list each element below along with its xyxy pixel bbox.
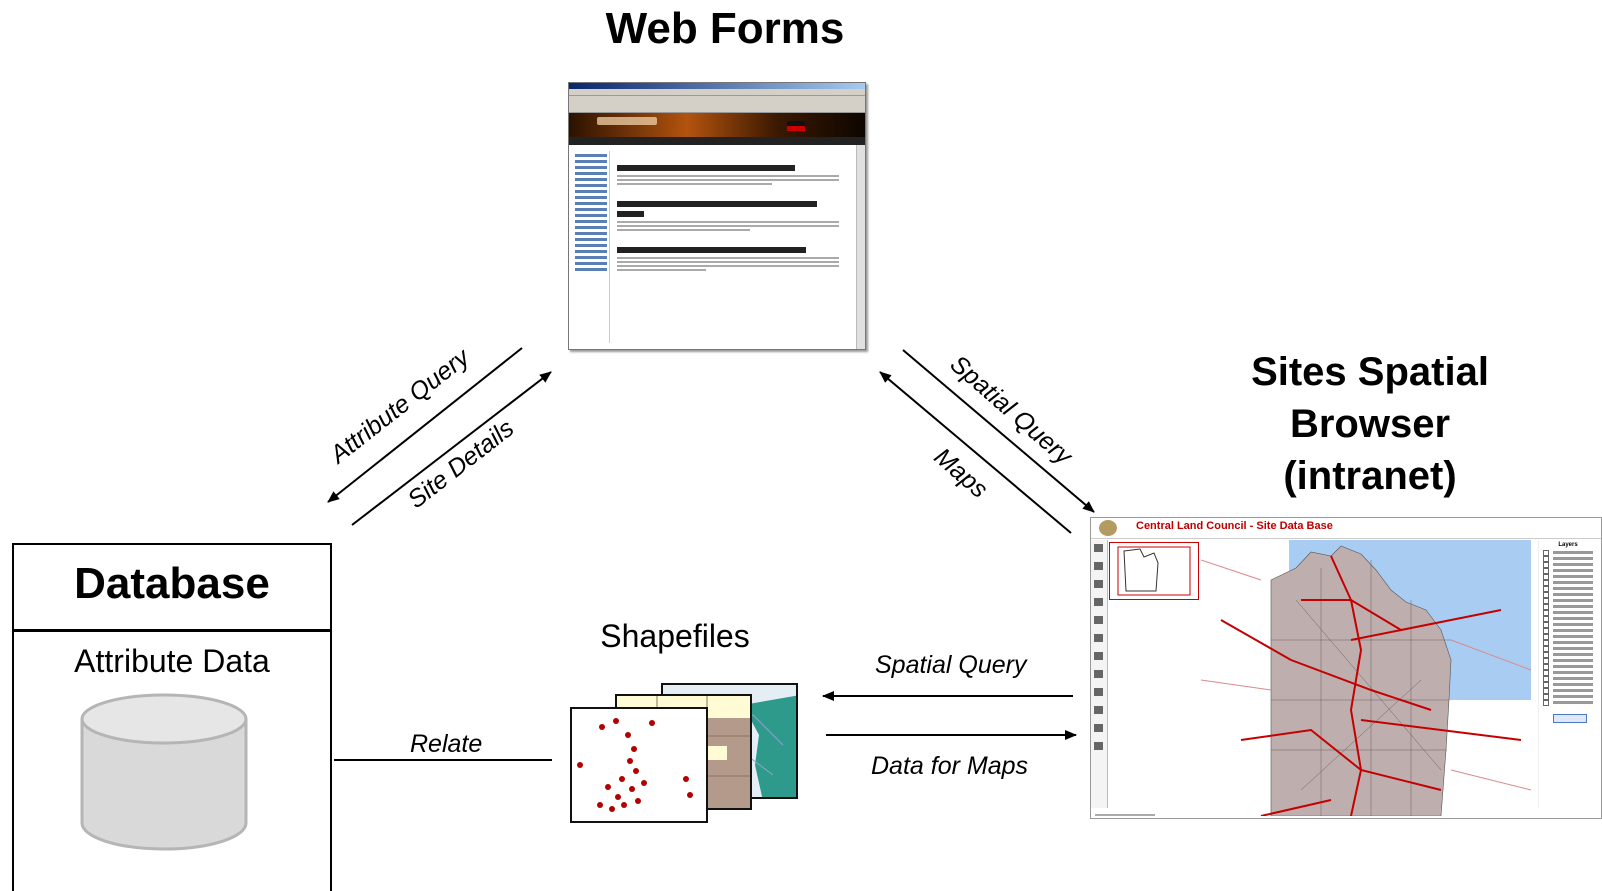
site-point <box>597 802 603 808</box>
relate-label: Relate <box>410 730 483 758</box>
site-map <box>1201 540 1532 816</box>
site-point <box>619 776 625 782</box>
data-for-maps-label: Data for Maps <box>871 752 1029 780</box>
maps-arrow <box>879 371 1072 534</box>
title-line-1: Sites Spatial <box>1251 350 1489 394</box>
sites-spatial-browser-title: Sites Spatial Browser (intranet) <box>1205 346 1535 502</box>
database-title: Database <box>74 559 270 608</box>
site-point <box>649 720 655 726</box>
site-point <box>609 806 615 812</box>
site-point <box>599 724 605 730</box>
site-point <box>621 802 627 808</box>
web-forms-screenshot <box>568 82 866 350</box>
attribute-data-label: Attribute Data <box>74 643 270 679</box>
site-point <box>577 762 583 768</box>
site-details-arrow <box>351 371 552 526</box>
spatial-query-bottom-label: Spatial Query <box>875 651 1027 679</box>
overview-map <box>1109 542 1199 600</box>
browser-app-title: Central Land Council - Site Data Base <box>1136 520 1333 532</box>
site-point <box>615 794 621 800</box>
site-point <box>613 718 619 724</box>
database-box: Database Attribute Data <box>12 543 332 891</box>
spatial-query-top-arrow <box>902 349 1095 513</box>
map-toolbar <box>1091 540 1108 808</box>
site-point <box>629 786 635 792</box>
site-point <box>627 758 633 764</box>
shapefile-sites-layer <box>570 707 708 823</box>
flag-icon <box>787 121 805 131</box>
title-line-3: (intranet) <box>1283 454 1457 498</box>
web-forms-banner <box>569 113 865 137</box>
title-line-2: Browser <box>1289 402 1451 446</box>
site-point <box>687 792 693 798</box>
layers-panel: Layers <box>1538 540 1597 808</box>
site-point <box>683 776 689 782</box>
site-point <box>625 732 631 738</box>
site-point <box>605 784 611 790</box>
shapefiles-title: Shapefiles <box>600 618 750 654</box>
council-crest-icon <box>1099 520 1117 536</box>
site-point <box>633 768 639 774</box>
site-point <box>641 780 647 786</box>
web-forms-title: Web Forms <box>605 4 845 53</box>
layers-panel-title: Layers <box>1558 542 1578 548</box>
attribute-query-arrow <box>327 347 523 503</box>
refresh-map-button[interactable] <box>1553 714 1587 723</box>
spatial-browser-screenshot: Central Land Council - Site Data Base La… <box>1090 517 1602 819</box>
site-point <box>631 746 637 752</box>
site-point <box>635 798 641 804</box>
database-cylinder-icon <box>80 693 248 851</box>
